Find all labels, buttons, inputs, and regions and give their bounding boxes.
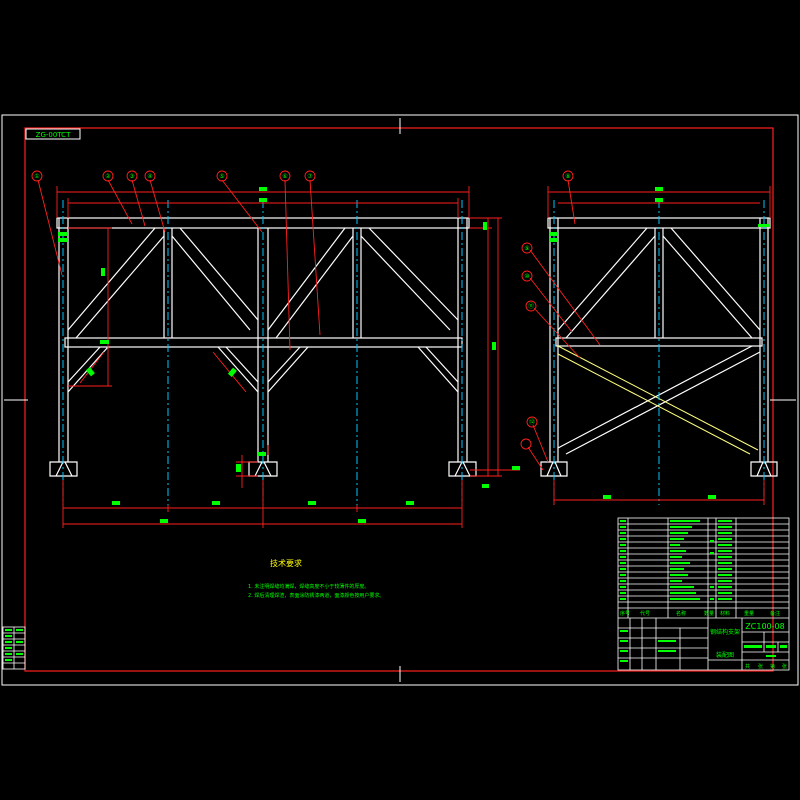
balloon-label: ⑩ bbox=[524, 273, 529, 280]
balloon-5 bbox=[216, 170, 228, 182]
balloon-label: ⑨ bbox=[524, 245, 529, 252]
balloon-label: ⑤ bbox=[219, 173, 224, 180]
balloon-label: ⑧ bbox=[565, 173, 570, 180]
bom-header-row: 序号 代号 名称 数量 材料 重量 备注 bbox=[620, 610, 780, 617]
note-line-1: 1. 未注明焊缝均满焊，焊缝高度不小于较薄件的厚度。 bbox=[248, 583, 369, 590]
drawing-code: ZG-00TCT bbox=[36, 131, 71, 139]
footer-label: 张 bbox=[758, 663, 763, 670]
balloon-numbers: ① ② ③ ④ ⑤ ⑥ ⑦ ⑧ ⑨ ⑩ ⑪ ⑫ bbox=[34, 173, 570, 426]
balloon-12 bbox=[526, 416, 538, 428]
footer-label: 第 bbox=[770, 663, 775, 670]
balloon-label: ⑫ bbox=[529, 418, 535, 426]
side-centerlines bbox=[553, 200, 765, 505]
footer-label: 共 bbox=[745, 663, 750, 670]
balloon-9 bbox=[521, 242, 533, 254]
front-base-plates bbox=[49, 461, 477, 477]
bom-header-cell: 名称 bbox=[676, 610, 686, 617]
balloon-label: ③ bbox=[129, 173, 134, 180]
front-centerlines bbox=[62, 200, 463, 505]
part-balloons bbox=[31, 170, 574, 450]
balloon-label: ⑥ bbox=[282, 173, 287, 180]
bom-header-cell: 数量 bbox=[704, 610, 714, 617]
technical-notes: 技术要求 1. 未注明焊缝均满焊，焊缝高度不小于较薄件的厚度。 2. 焊后清理焊… bbox=[248, 558, 384, 599]
balloon-label: ① bbox=[34, 173, 39, 180]
balloon-11 bbox=[525, 300, 537, 312]
balloon-13 bbox=[520, 438, 532, 450]
drawing-code-box: ZG-00TCT bbox=[25, 128, 81, 140]
sub-name: 装配图 bbox=[716, 651, 734, 659]
side-cross-brace bbox=[557, 345, 759, 455]
bom-header-cell: 材料 bbox=[720, 610, 730, 617]
side-dim-labels bbox=[549, 187, 770, 499]
revision-strip-text bbox=[5, 629, 23, 661]
note-line-2: 2. 焊后清理焊渣，表面涂防锈漆两道，面漆颜色按用户要求。 bbox=[248, 592, 384, 599]
balloon-3 bbox=[126, 170, 138, 182]
sheet-border bbox=[1, 114, 799, 686]
balloon-label: ② bbox=[105, 173, 111, 180]
front-elevation bbox=[49, 217, 477, 477]
part-name: 钢结构支架 bbox=[710, 628, 740, 636]
bom-cell-text bbox=[620, 520, 787, 662]
balloon-label: ⑪ bbox=[528, 302, 534, 310]
balloon-8 bbox=[562, 170, 574, 182]
side-columns bbox=[549, 218, 769, 462]
bom-header-cell: 备注 bbox=[770, 610, 780, 617]
balloon-1 bbox=[31, 170, 43, 182]
side-base-plates bbox=[540, 461, 778, 477]
footer-label: 张 bbox=[782, 663, 787, 670]
balloon-10 bbox=[521, 270, 533, 282]
notes-title: 技术要求 bbox=[270, 558, 302, 568]
bom-header-cell: 序号 bbox=[620, 610, 630, 617]
balloon-7 bbox=[304, 170, 316, 182]
side-dimensions bbox=[547, 186, 771, 505]
balloon-4 bbox=[144, 170, 156, 182]
balloon-label: ④ bbox=[147, 173, 152, 180]
leader-lines bbox=[37, 179, 601, 471]
bom-header-cell: 代号 bbox=[640, 610, 650, 617]
front-dim-labels bbox=[58, 187, 520, 523]
balloon-2 bbox=[102, 170, 114, 182]
title-block-text: ZC100-08 钢结构支架 装配图 共 张 第 张 bbox=[710, 622, 787, 670]
title-block bbox=[617, 517, 790, 671]
front-dimensions bbox=[56, 186, 520, 528]
drawing-number: ZC100-08 bbox=[745, 622, 784, 631]
balloon-label: ⑦ bbox=[307, 173, 313, 180]
balloon-6 bbox=[279, 170, 291, 182]
bom-table bbox=[618, 518, 789, 618]
front-columns bbox=[58, 218, 468, 462]
revision-strip bbox=[2, 626, 26, 670]
bom-header-cell: 重量 bbox=[744, 610, 754, 617]
